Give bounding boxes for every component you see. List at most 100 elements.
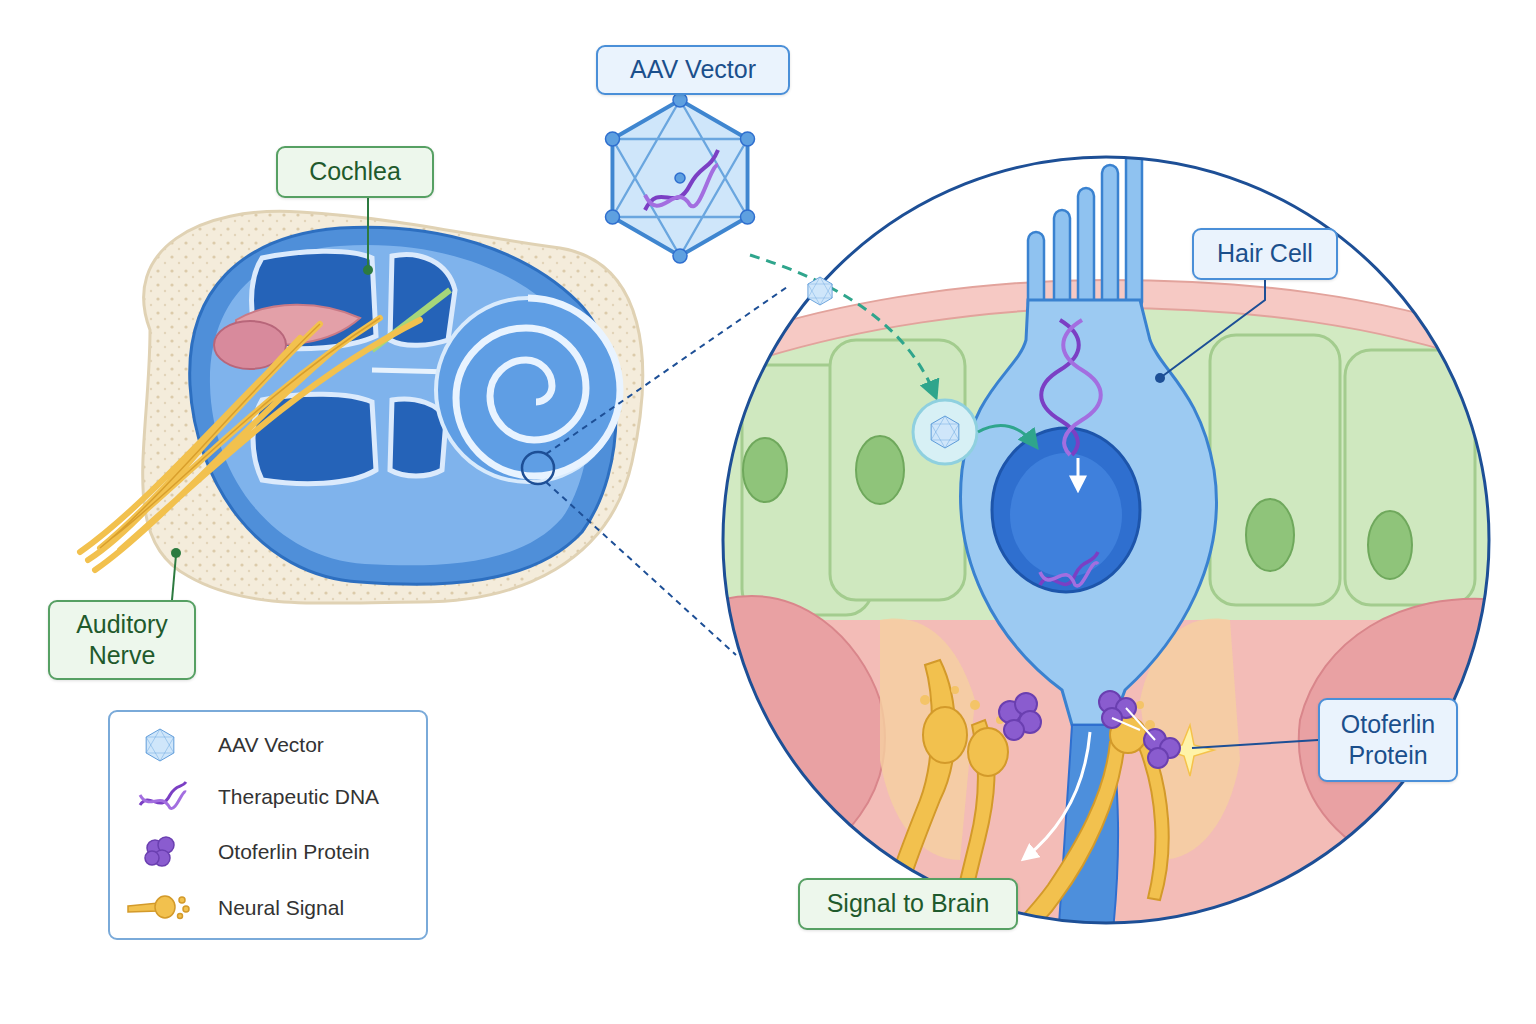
legend-dna-icon — [140, 792, 186, 809]
label-box: Cochlea — [276, 146, 434, 198]
nerve-fiber — [985, 740, 1125, 965]
cochlea-illustration — [456, 298, 620, 476]
stereocilia — [1126, 145, 1142, 310]
capsid-vertex — [673, 93, 687, 107]
aav-vector-icon — [931, 416, 959, 448]
hair-cell-zoom — [1345, 350, 1475, 605]
hair-cell-zoom — [1368, 511, 1412, 579]
stereocilia — [1078, 188, 1094, 308]
label-text: AAV Vector — [630, 54, 756, 85]
hair-cell-zoom — [743, 436, 1412, 579]
cochlea-illustration — [143, 211, 643, 603]
vesicle — [970, 700, 980, 710]
label-text: Signal to Brain — [827, 888, 990, 919]
legend-text: Therapeutic DNA — [218, 785, 379, 809]
transduction-arrow — [978, 426, 1035, 445]
capsid-vertex — [606, 210, 620, 224]
dna-helix — [1040, 563, 1098, 586]
vesicle — [1136, 701, 1144, 709]
hair-cell-zoom — [1210, 335, 1340, 605]
hair-cell-zoom — [1299, 599, 1500, 900]
legend-neural-icon — [128, 896, 189, 919]
label-box: Auditory Nerve — [48, 600, 196, 680]
legend-text: Otoferlin Protein — [218, 840, 370, 864]
cochlea-illustration — [100, 318, 380, 548]
otoferlin-protein — [1004, 720, 1024, 740]
hair-cell-zoom — [830, 340, 965, 600]
nerve-fiber — [1138, 740, 1169, 900]
capsid-vertex — [606, 132, 620, 146]
legend-neural-icon — [178, 914, 183, 919]
dna-helix — [1063, 320, 1101, 455]
label-text: Cochlea — [309, 156, 401, 187]
leader-dot — [171, 548, 181, 558]
dna-helix — [1040, 552, 1098, 586]
capsid-vertex — [741, 132, 755, 146]
label-text: Auditory Nerve — [58, 609, 186, 672]
zoom-circle — [723, 157, 1489, 923]
nerve-fiber — [968, 728, 1008, 776]
dna-helix — [1041, 320, 1101, 455]
aav-vector-icon — [808, 277, 832, 305]
stereocilia — [1102, 165, 1118, 310]
leader-line — [367, 198, 369, 268]
legend-neural-icon — [128, 903, 158, 912]
hair-cell-zoom — [743, 438, 787, 502]
aav-vector-icon — [612, 100, 747, 256]
dna-helix — [645, 165, 718, 206]
stereocilia — [1054, 210, 1070, 310]
legend-otoferlin-icon — [145, 851, 159, 865]
hair-cell-zoom — [720, 596, 885, 900]
leader-line — [172, 555, 176, 600]
endosome — [913, 400, 977, 464]
label-text: Otoferlin Protein — [1328, 709, 1448, 772]
flow-arrow — [1077, 458, 1080, 488]
capsid-vertex — [606, 93, 755, 263]
otoferlin-protein — [1148, 748, 1168, 768]
label-box: Otoferlin Protein — [1318, 698, 1458, 782]
dna-helix — [645, 150, 718, 210]
legend-otoferlin-icon — [145, 837, 174, 866]
cochlea-illustration — [80, 318, 420, 570]
signal-arrow — [1025, 732, 1090, 858]
otoferlin-protein — [999, 691, 1180, 768]
label-text: Hair Cell — [1217, 238, 1313, 269]
label-box: AAV Vector — [596, 45, 790, 95]
capsid-vertex — [673, 249, 687, 263]
label-box: Hair Cell — [1192, 228, 1338, 280]
legend-dna-icon — [140, 782, 186, 808]
capsid-vertex — [741, 210, 755, 224]
legend-text: Neural Signal — [218, 896, 344, 920]
dna-helix — [645, 150, 718, 210]
stereocilia — [1028, 145, 1142, 312]
hair-cell-zoom — [720, 145, 1500, 965]
legend-neural-icon — [183, 906, 189, 912]
hair-cell-zoom — [1010, 453, 1122, 577]
dna-helix — [1041, 320, 1079, 455]
label-box: Signal to Brain — [798, 878, 1018, 930]
leader-dot — [1155, 373, 1165, 383]
protein-link — [1112, 708, 1155, 740]
aav-vector-icon — [808, 277, 832, 305]
legend-neural-icon — [155, 896, 175, 918]
legend-aav-icon — [146, 729, 174, 761]
leader-line — [172, 198, 368, 600]
aav-vector-icon — [612, 100, 747, 256]
capsid-vertex — [675, 173, 685, 183]
vesicle — [951, 686, 959, 694]
aav-vector-icon — [931, 416, 959, 448]
cochlea-illustration — [522, 452, 554, 484]
leader-line — [1160, 280, 1265, 378]
dna-helix — [1040, 552, 1098, 585]
leader-dot — [363, 265, 373, 275]
cochlea-illustration — [80, 211, 790, 655]
legend-text: AAV Vector — [218, 733, 324, 757]
vesicle — [920, 695, 930, 705]
leader-line — [1192, 740, 1318, 748]
transduction-arrow — [750, 255, 935, 395]
hair-cell-zoom — [856, 436, 904, 504]
hair-cell-zoom — [1246, 499, 1294, 571]
legend-neural-icon — [179, 897, 185, 903]
